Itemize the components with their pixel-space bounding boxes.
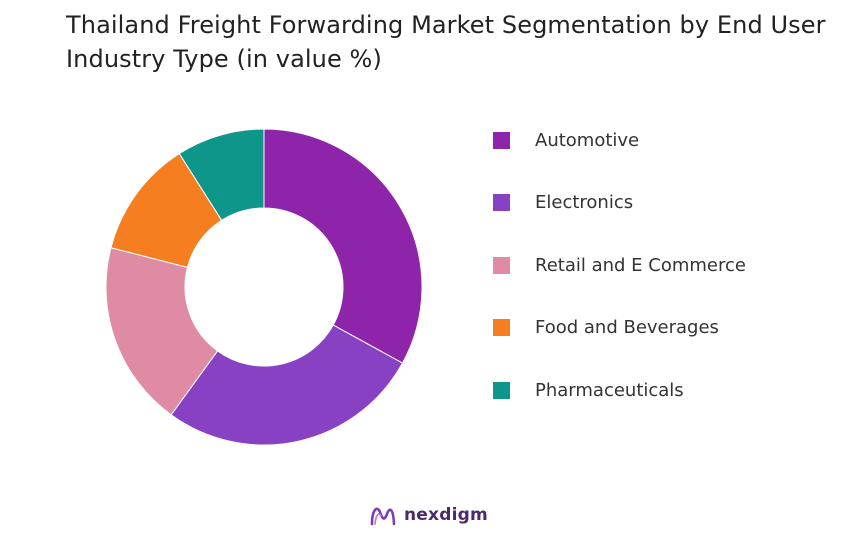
legend-swatch — [493, 381, 510, 399]
legend-item: Food and Beverages — [493, 312, 719, 344]
legend-swatch — [493, 256, 510, 274]
chart-title: Thailand Freight Forwarding Market Segme… — [66, 11, 826, 73]
brand-name: nexdigm — [404, 505, 488, 525]
legend-item: Automotive — [493, 124, 639, 156]
legend-label: Retail and E Commerce — [535, 254, 746, 276]
donut-slice-electronics — [170, 324, 404, 446]
legend-item: Pharmaceuticals — [493, 374, 684, 406]
donut-slices — [105, 128, 423, 446]
legend-label: Pharmaceuticals — [535, 379, 684, 401]
legend-swatch — [493, 131, 510, 149]
brand-logo: nexdigm — [369, 500, 488, 530]
legend-label: Food and Beverages — [535, 317, 719, 338]
donut-slice-retail-and-e-commerce — [105, 247, 219, 416]
legend-swatch — [493, 194, 510, 211]
legend-label: Automotive — [535, 129, 640, 151]
donut-slice-automotive — [263, 128, 423, 364]
legend-item: Electronics — [493, 187, 633, 219]
donut-slice-pharmaceuticals — [178, 128, 265, 221]
legend-swatch — [493, 319, 510, 336]
legend-label: Electronics — [535, 192, 634, 213]
legend-item: Retail and E Commerce — [493, 249, 746, 281]
nexdigm-logo-icon — [370, 507, 396, 526]
